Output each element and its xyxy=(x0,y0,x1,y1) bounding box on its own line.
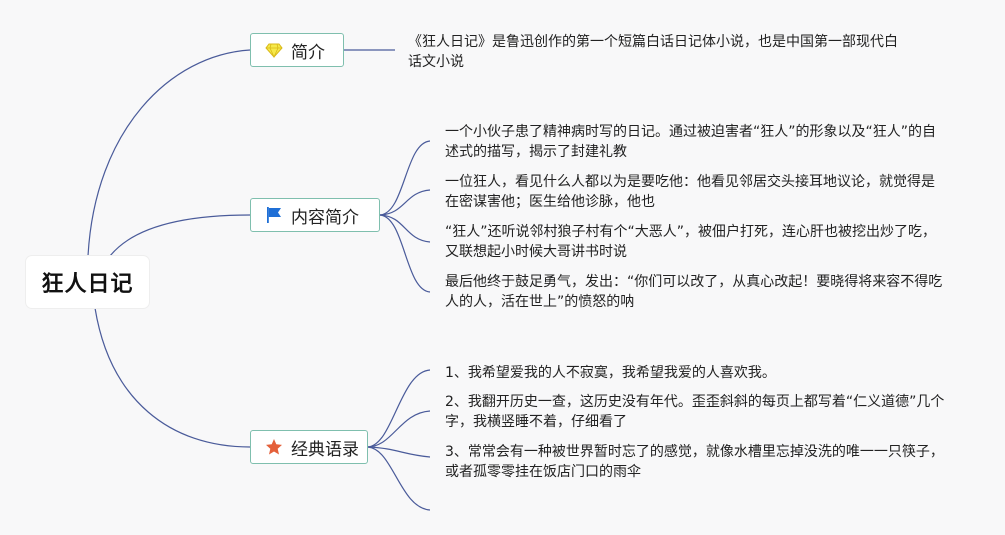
quotes-leaf-3: 3、常常会有一种被世界暂时忘了的感觉，就像水槽里忘掉没洗的唯一一只筷子，或者孤零… xyxy=(445,444,944,480)
quotes-leaf-1-line xyxy=(367,369,431,448)
star-icon xyxy=(265,438,283,456)
content-leaf-3-line xyxy=(379,214,431,243)
quotes-leaf-3-line xyxy=(367,446,431,458)
content-leaf-1: 一个小伙子患了精神病时写的日记。通过被迫害者“狂人”的形象以及“狂人”的自述式的… xyxy=(445,124,937,160)
diamond-icon xyxy=(265,41,283,59)
root-title: 狂人日记 xyxy=(41,272,134,297)
branch-content-label: 内容简介 xyxy=(291,207,359,228)
branch-content[interactable]: 内容简介 xyxy=(250,198,380,232)
content-leaf-4-line xyxy=(379,214,431,293)
root-to-branch-intro-line xyxy=(87,49,251,257)
branch-quotes[interactable]: 经典语录 xyxy=(250,430,368,464)
branch-intro[interactable]: 简介 xyxy=(250,33,344,67)
branch-intro-label: 简介 xyxy=(291,42,325,63)
quotes-leaf-1: 1、我希望爱我的人不寂寞，我希望我爱的人喜欢我。 xyxy=(445,365,776,381)
quotes-leaf-2: 2、我翻开历史一查，这历史没有年代。歪歪斜斜的每页上都写着“仁义道德”几个字，我… xyxy=(445,394,945,430)
content-leaf-4: 最后他终于鼓足勇气，发出：“你们可以改了，从真心改起！要晓得将来容不得吃人的人，… xyxy=(445,274,943,310)
content-leaf-2-line xyxy=(379,189,431,216)
quotes-leaf-4-line xyxy=(367,446,431,511)
intro-leaf-1: 《狂人日记》是鲁迅创作的第一个短篇白话日记体小说，也是中国第一部现代白话文小说 xyxy=(408,34,898,70)
root-topic[interactable]: 狂人日记 xyxy=(26,256,149,308)
flag-icon xyxy=(265,206,283,224)
content-leaf-2: 一位狂人，看见什么人都以为是要吃他：他看见邻居交头接耳地议论，就觉得是在密谋害他… xyxy=(445,174,935,210)
quotes-leaf-2-line xyxy=(367,410,431,448)
content-leaf-3: “狂人”还听说邻村狼子村有个“大恶人”，被佃户打死，连心肝也被挖出炒了吃，又联想… xyxy=(445,224,937,260)
root-to-branch-content-line xyxy=(109,214,251,257)
branch-quotes-label: 经典语录 xyxy=(291,439,359,460)
content-leaf-1-line xyxy=(379,140,431,216)
root-to-branch-quotes-line xyxy=(94,307,251,448)
